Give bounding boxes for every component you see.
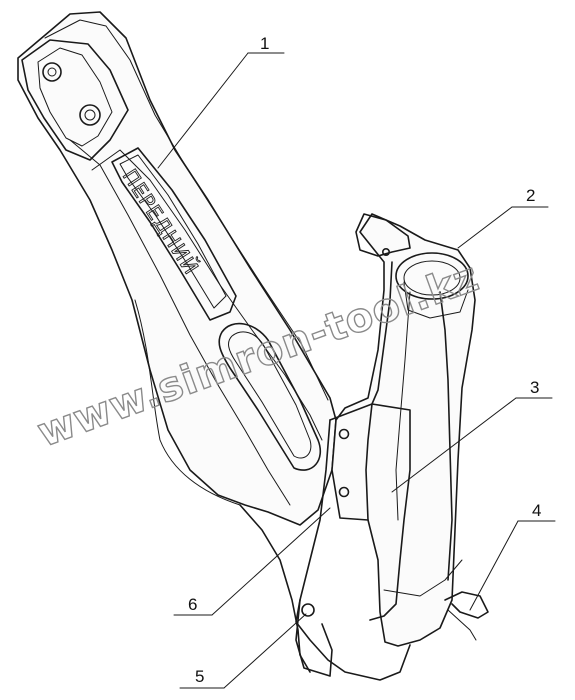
callout-6: 6 [188,595,197,614]
callout-3: 3 [530,378,539,397]
ring-part-2 [395,252,469,300]
arm-lower-edge [239,504,311,673]
pin-part-5 [301,603,315,617]
body-part-3 [295,213,489,681]
callout-4: 4 [532,501,541,520]
callout-1: 1 [260,34,269,53]
callout-2: 2 [526,186,535,205]
callout-5: 5 [195,667,204,686]
callout-leaders [157,52,556,689]
spring-part-4 [444,591,489,619]
arm-part-1 [17,11,337,526]
